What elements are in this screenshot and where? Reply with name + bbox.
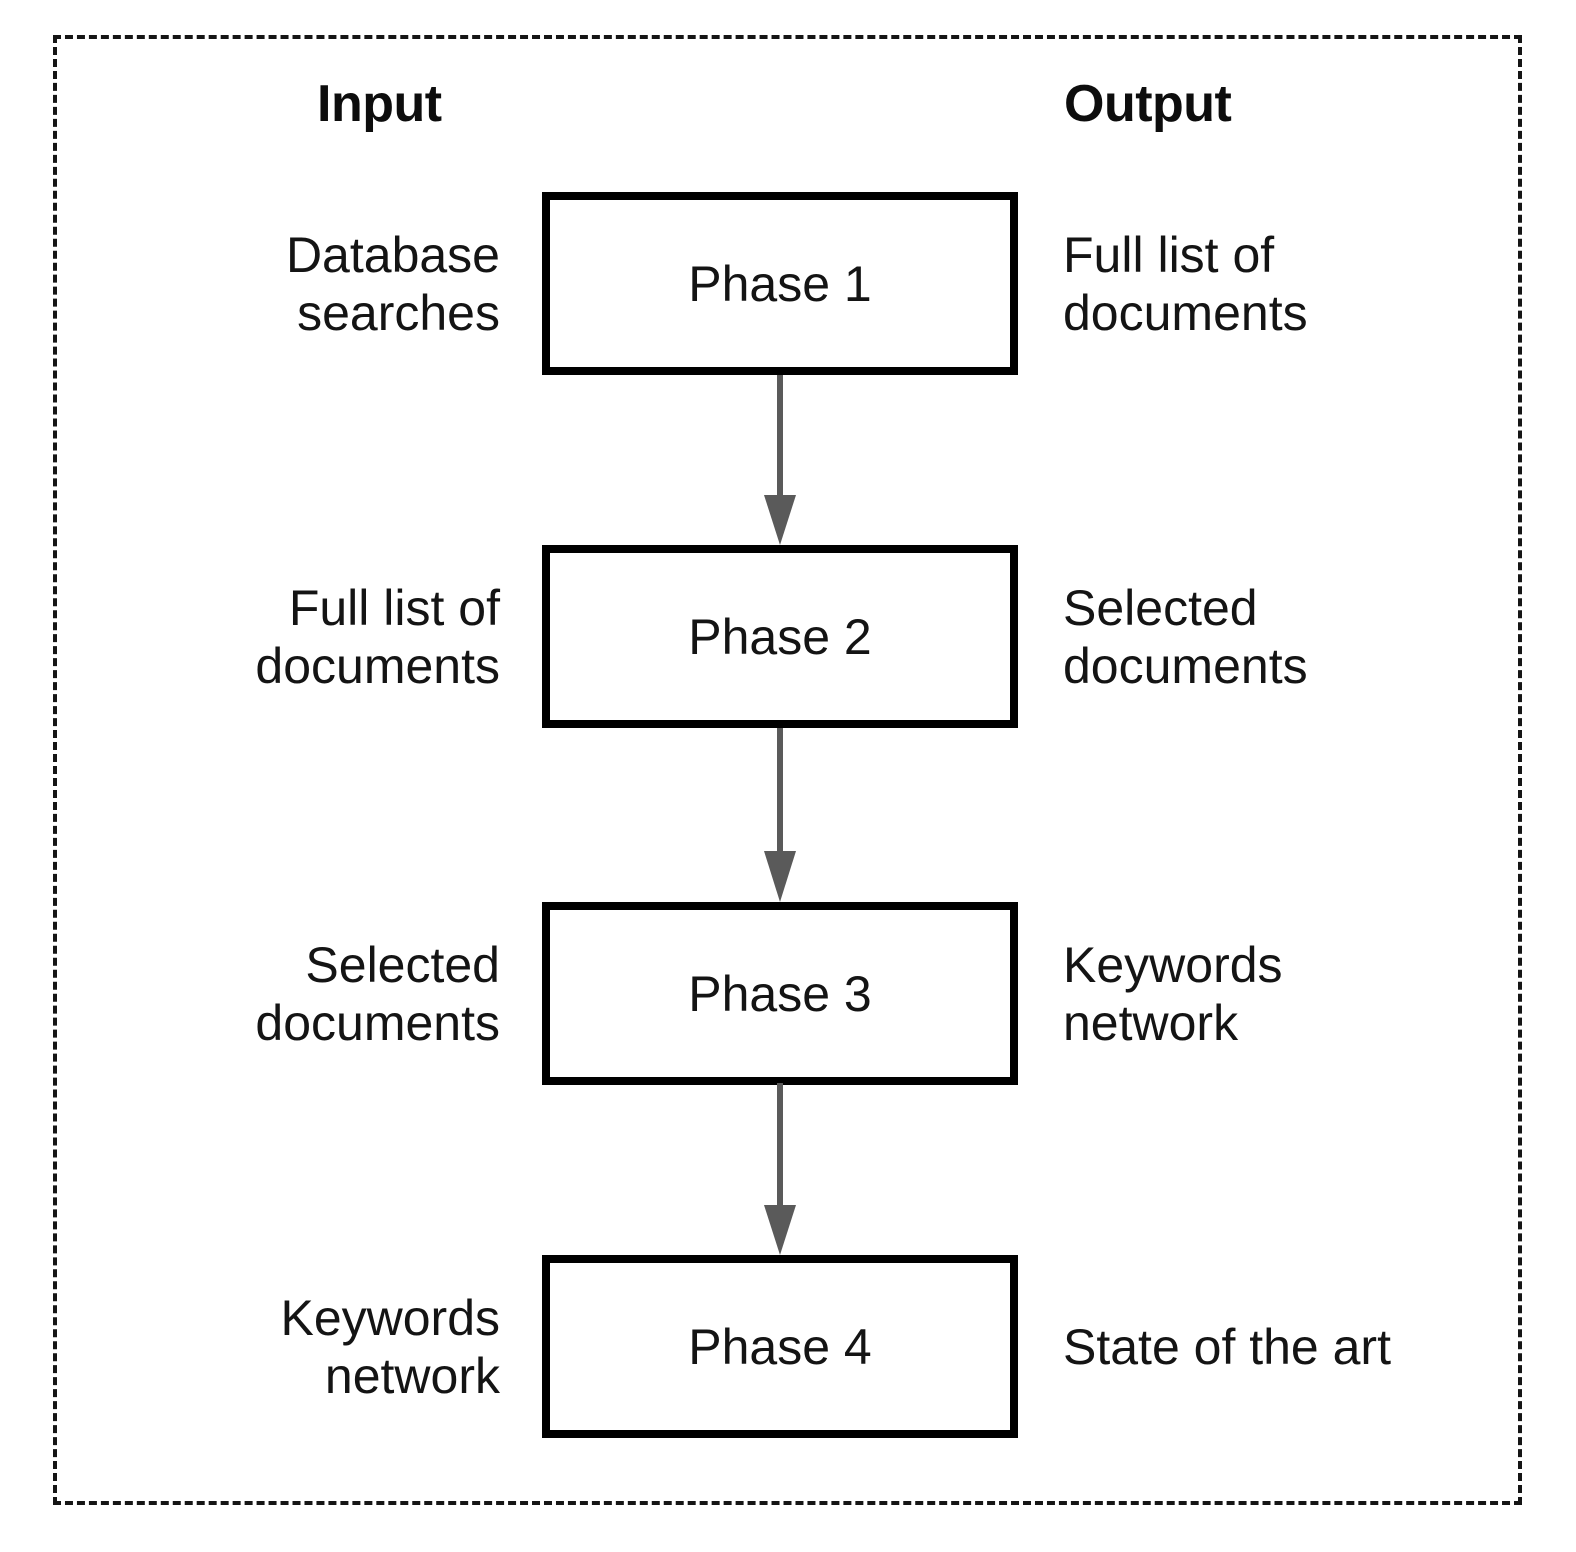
input-label: Keywords network [280, 1289, 500, 1404]
phase-row: Selected documents Phase 3 Keywords netw… [0, 902, 1576, 1085]
output-label: State of the art [1063, 1318, 1391, 1375]
output-label: Selected documents [1063, 579, 1308, 694]
phase-row: Database searches Phase 1 Full list of d… [0, 192, 1576, 375]
output-label: Keywords network [1063, 936, 1283, 1051]
arrow-down-icon [762, 375, 798, 545]
input-label: Database searches [285, 226, 500, 341]
phase-node-label: Phase 4 [688, 1318, 872, 1375]
phase-node-box[interactable]: Phase 2 [542, 545, 1018, 728]
column-header-output: Output [1064, 75, 1232, 133]
phase-node-label: Phase 3 [688, 965, 872, 1022]
dashed-boundary-frame [53, 35, 1522, 1505]
phase-row: Keywords network Phase 4 State of the ar… [0, 1255, 1576, 1438]
input-label: Selected documents [255, 936, 500, 1051]
output-label: Full list of documents [1063, 226, 1308, 341]
phase-node-label: Phase 2 [688, 608, 872, 665]
phase-node-box[interactable]: Phase 1 [542, 192, 1018, 375]
phase-row: Full list of documents Phase 2 Selected … [0, 545, 1576, 728]
phase-node-box[interactable]: Phase 4 [542, 1255, 1018, 1438]
phase-node-label: Phase 1 [688, 255, 872, 312]
phase-node-box[interactable]: Phase 3 [542, 902, 1018, 1085]
input-label: Full list of documents [255, 579, 500, 694]
arrow-down-icon [762, 728, 798, 902]
arrow-down-icon [762, 1083, 798, 1255]
column-header-input: Input [317, 75, 442, 133]
